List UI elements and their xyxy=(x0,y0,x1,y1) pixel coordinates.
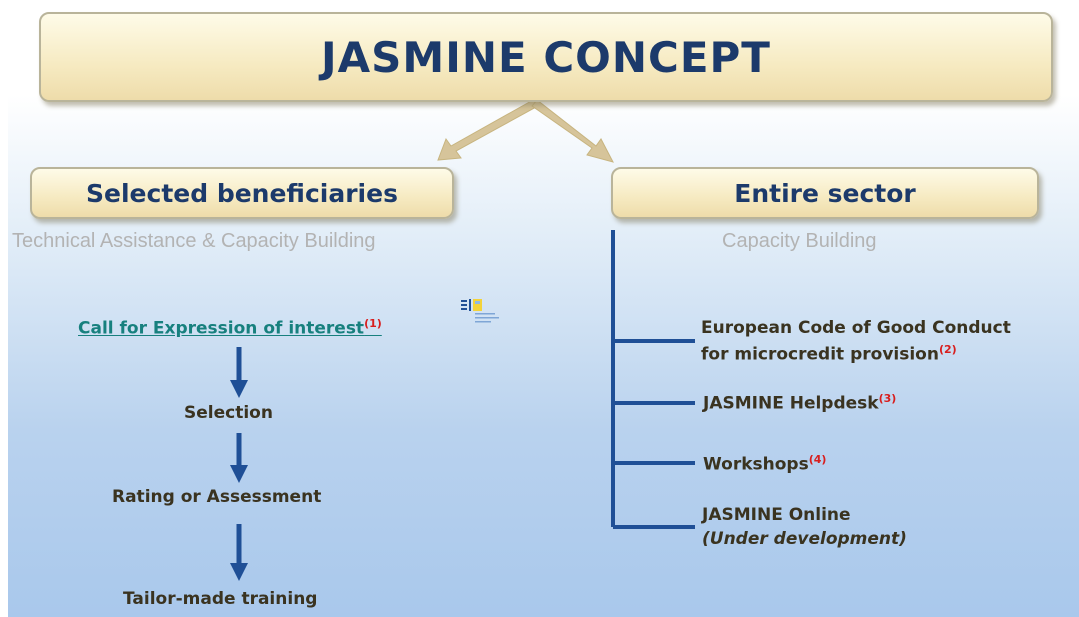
online-item: JASMINE Online xyxy=(702,505,851,525)
code-of-conduct-line1: European Code of Good Conduct xyxy=(701,318,1011,338)
call-for-interest-link[interactable]: Call for Expression of interest(1) xyxy=(78,317,382,339)
slide-background xyxy=(8,0,1079,617)
right-subtitle: Capacity Building xyxy=(722,230,877,252)
eif-logo-icon xyxy=(461,299,499,323)
flow-arrow xyxy=(230,433,248,483)
right-branch-box: Entire sector xyxy=(611,167,1039,219)
online-status: (Under development) xyxy=(702,529,907,549)
right-branch-heading: Entire sector xyxy=(734,178,916,208)
code-of-conduct-text: for microcredit provision xyxy=(701,344,939,365)
helpdesk-label: JASMINE Helpdesk xyxy=(703,393,879,414)
branch-arrow-left xyxy=(437,99,539,161)
step-training: Tailor-made training xyxy=(123,589,318,609)
workshops-label: Workshops xyxy=(703,454,809,475)
helpdesk-item: JASMINE Helpdesk(3) xyxy=(703,392,896,414)
page-title: JASMINE CONCEPT xyxy=(321,32,771,82)
reference-4: (4) xyxy=(808,453,827,466)
branch-arrow-right xyxy=(531,99,614,163)
left-subtitle: Technical Assistance & Capacity Building xyxy=(12,230,376,252)
flow-arrow xyxy=(230,347,248,398)
left-branch-heading: Selected beneficiaries xyxy=(86,178,398,208)
step-rating: Rating or Assessment xyxy=(112,487,322,507)
left-branch-box: Selected beneficiaries xyxy=(30,167,454,219)
reference-2: (2) xyxy=(938,343,957,356)
workshops-item: Workshops(4) xyxy=(703,453,826,475)
reference-1: (1) xyxy=(364,317,382,330)
reference-3: (3) xyxy=(878,392,897,405)
title-box: JASMINE CONCEPT xyxy=(39,12,1053,102)
flow-arrow xyxy=(230,524,248,581)
call-link-label: Call for Expression of interest xyxy=(78,318,365,339)
step-selection: Selection xyxy=(184,403,273,423)
code-of-conduct-line2: for microcredit provision(2) xyxy=(701,343,957,365)
tree-connector xyxy=(611,230,695,529)
